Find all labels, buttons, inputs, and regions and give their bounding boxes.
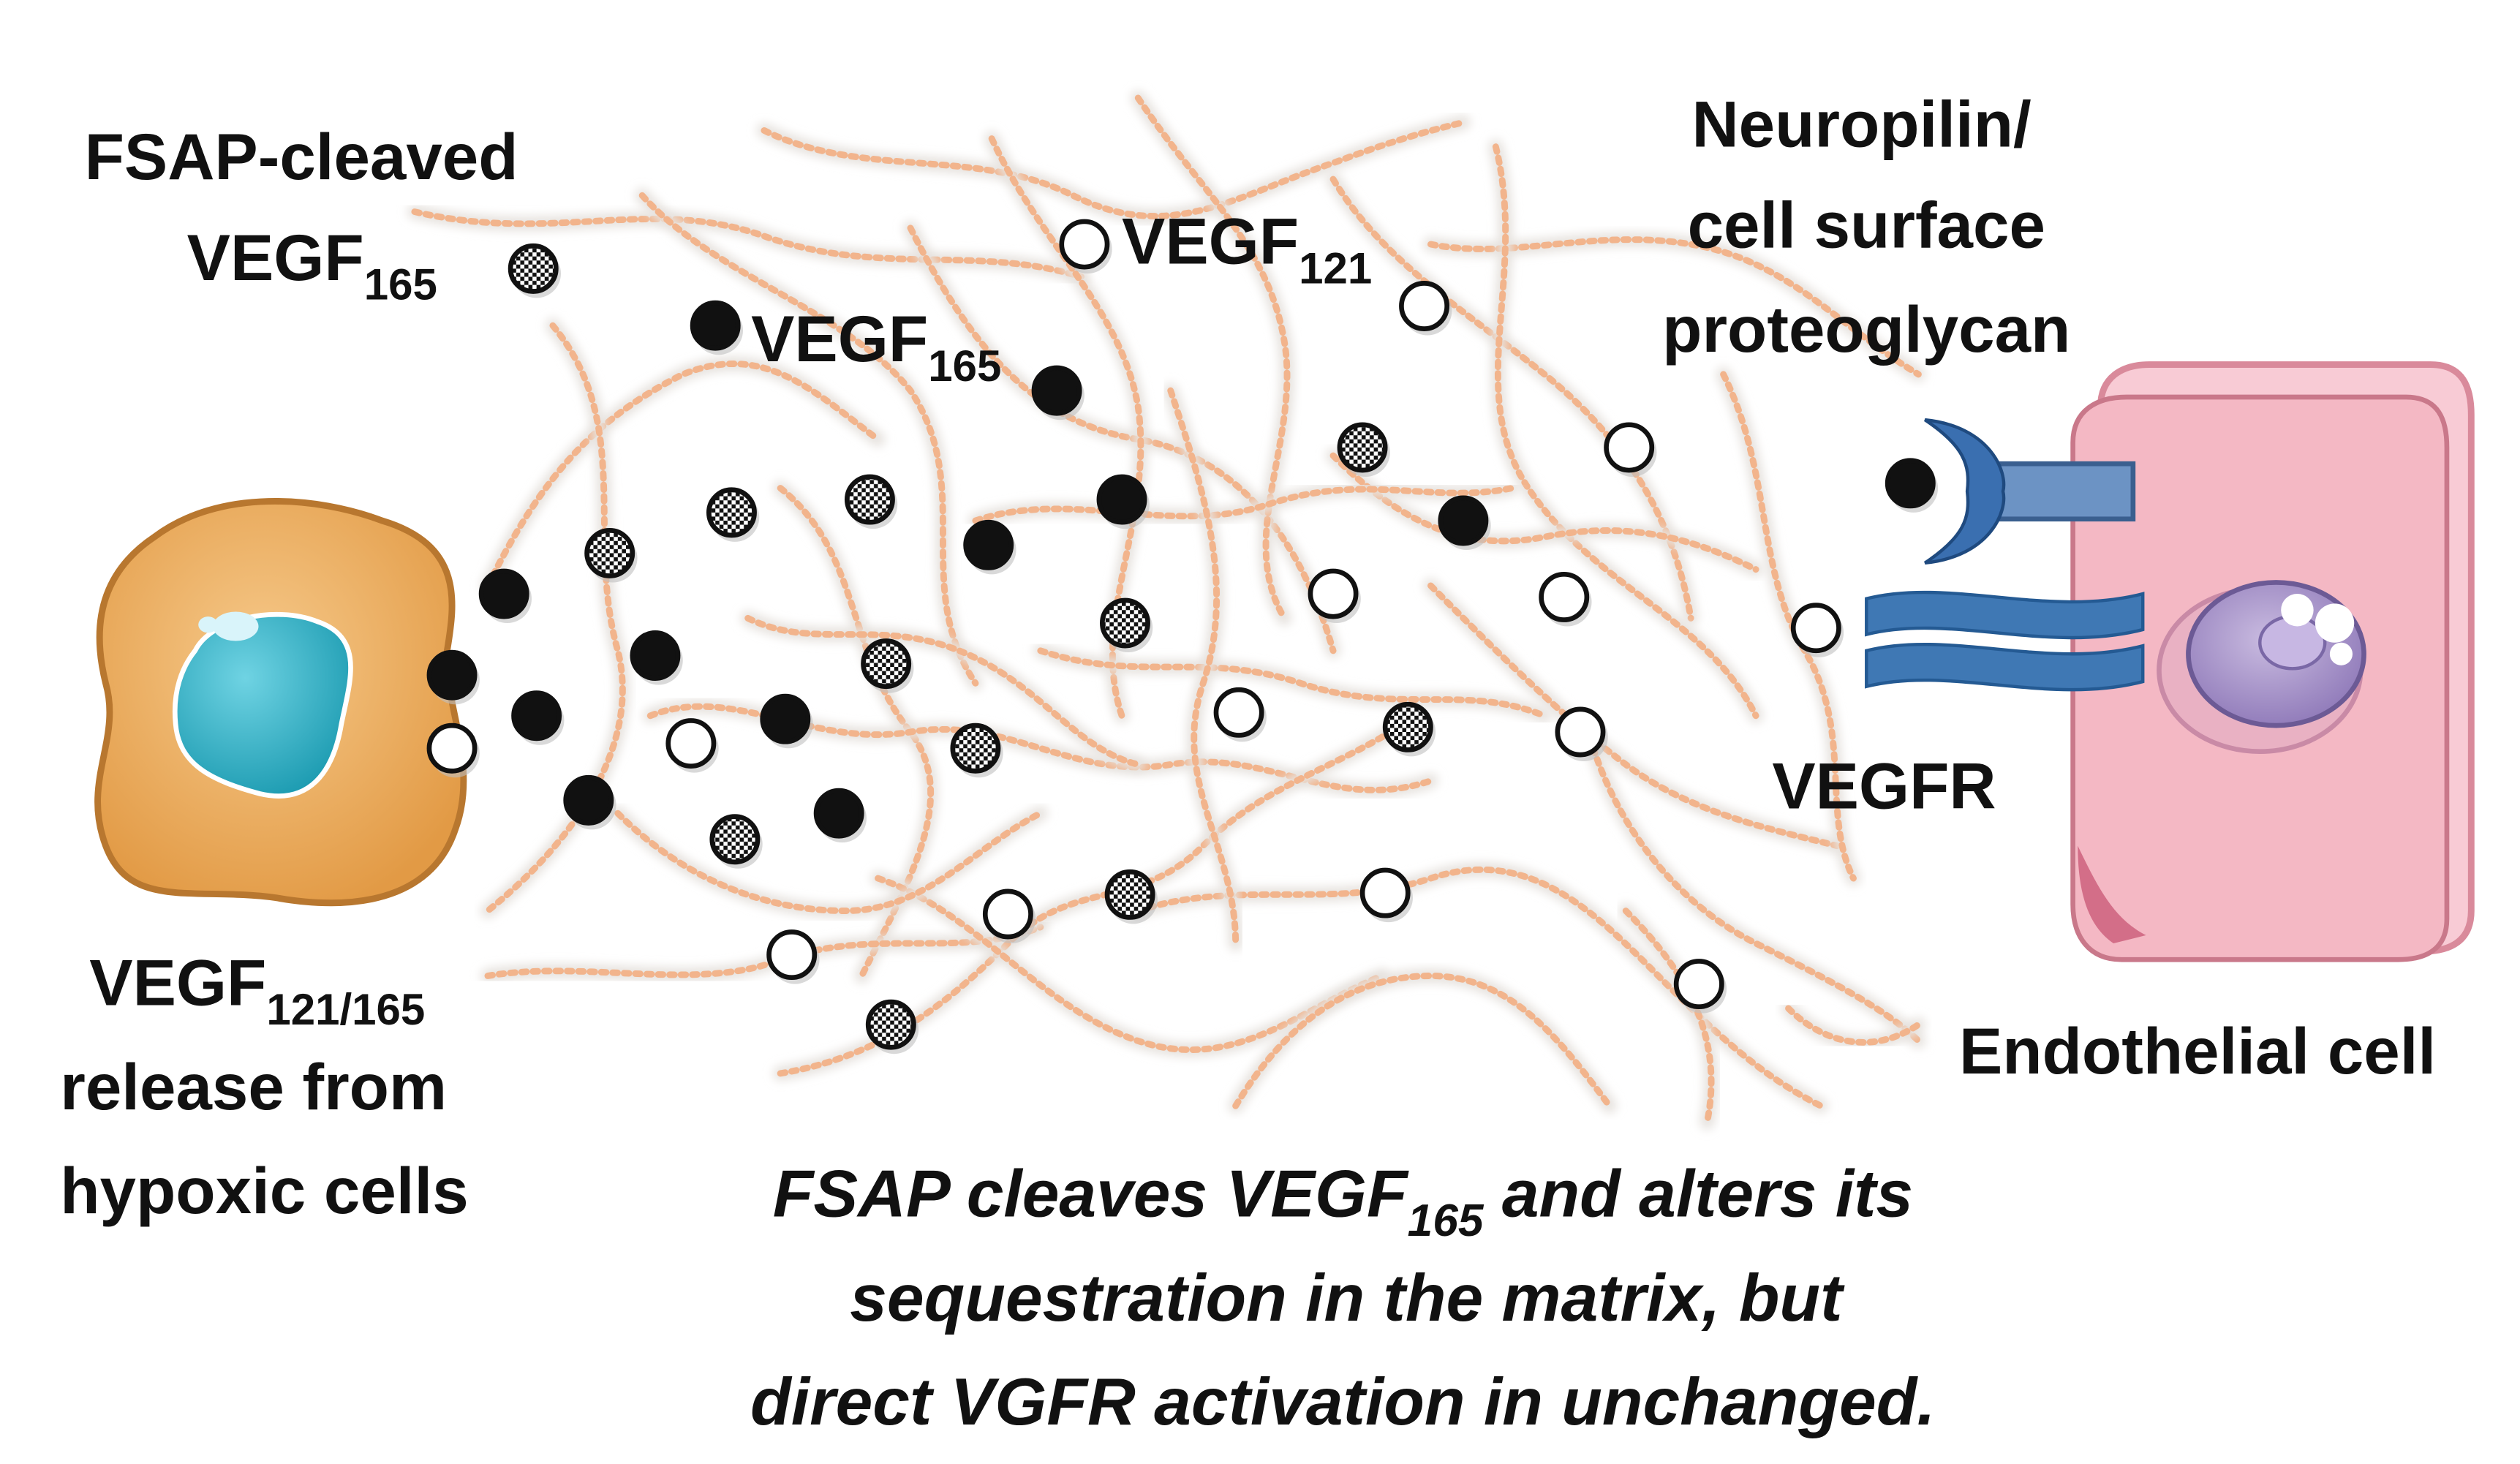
matrix-fiber bbox=[1037, 647, 1548, 720]
fsap-cleaved-vegf165-dot bbox=[865, 999, 916, 1050]
vegf121-dot bbox=[766, 929, 818, 981]
matrix-fiber-glow bbox=[756, 115, 1471, 224]
vegf121-dot bbox=[1399, 281, 1450, 331]
neuropilin-line3: proteoglycan bbox=[1662, 293, 2070, 366]
fsap-cleaved-vegf165-dot bbox=[950, 722, 1001, 774]
label-vegf121: VEGF121 bbox=[1122, 205, 1372, 293]
vegf165-dot bbox=[511, 690, 562, 742]
matrix-fiber bbox=[744, 614, 1142, 768]
matrix-fiber bbox=[614, 810, 1044, 915]
vegf165-dot bbox=[1031, 365, 1082, 416]
vegfr-receptor-icon bbox=[1865, 590, 2145, 692]
vegf121-dot bbox=[1059, 219, 1110, 270]
vegf121-dot bbox=[1790, 603, 1841, 654]
hypoxic-cell-icon bbox=[94, 498, 467, 907]
vegf121-dot bbox=[665, 718, 717, 769]
vegf121-dot bbox=[982, 888, 1033, 940]
vegf165-dot bbox=[760, 693, 811, 744]
matrix-fiber bbox=[638, 192, 979, 687]
vegf-molecules bbox=[426, 219, 1939, 1054]
vegf121-dot bbox=[426, 722, 478, 774]
vegf121-dot bbox=[1539, 572, 1590, 622]
fsap-cleaved-line2: VEGF165 bbox=[187, 222, 437, 309]
label-vegf165: VEGF165 bbox=[751, 303, 1001, 390]
endothelial-cell-icon bbox=[2070, 361, 2475, 962]
fsap-cleaved-vegf165-dot bbox=[1104, 869, 1155, 920]
vegf121-dot bbox=[1308, 568, 1359, 619]
fsap-cleaved-vegf165-dot bbox=[861, 638, 912, 690]
caption-line2: sequestration in the matrix, but bbox=[850, 1261, 1845, 1335]
fsap-cleaved-line1: FSAP-cleaved bbox=[85, 121, 518, 193]
vegf165-dot bbox=[1885, 458, 1936, 509]
matrix-fiber bbox=[484, 322, 626, 915]
label-release: VEGF121/165 release from hypoxic cells bbox=[60, 947, 468, 1228]
matrix-fiber bbox=[484, 361, 881, 589]
caption-line3: direct VGFR activation in unchanged. bbox=[750, 1365, 1936, 1439]
vegf121-dot bbox=[1604, 422, 1655, 473]
fsap-cleaved-vegf165-dot bbox=[584, 527, 635, 578]
neuropilin-receptor-icon bbox=[1924, 418, 2136, 565]
neuropilin-line1: Neuropilin/ bbox=[1691, 88, 2031, 161]
fsap-cleaved-vegf165-dot bbox=[1337, 422, 1388, 473]
vegf121-dot bbox=[1673, 959, 1724, 1010]
fsap-cleaved-vegf165-dot bbox=[1382, 701, 1433, 752]
release-line2: release from bbox=[60, 1051, 447, 1123]
fsap-cleaved-vegf165-dot bbox=[709, 814, 761, 865]
matrix-fiber bbox=[1232, 973, 1613, 1109]
vegf165-dot bbox=[1438, 495, 1489, 546]
matrix-fiber bbox=[1167, 387, 1240, 947]
matrix-fiber bbox=[1492, 143, 1759, 720]
matrix-fiber bbox=[1134, 866, 1825, 1109]
fsap-cleaved-vegf165-dot bbox=[508, 243, 559, 294]
release-line3: hypoxic cells bbox=[60, 1155, 468, 1227]
matrix-fiber bbox=[1622, 908, 1715, 1126]
vegf121-dot bbox=[1555, 706, 1606, 758]
label-neuropilin: Neuropilin/ cell surface proteoglycan bbox=[1662, 88, 2070, 366]
matrix-fiber bbox=[1134, 94, 1291, 622]
vegf165-dot bbox=[690, 300, 741, 351]
vegf121-dot bbox=[1359, 867, 1411, 918]
fsap-cleaved-vegf165-dot bbox=[844, 474, 895, 525]
matrix-fiber bbox=[411, 208, 1084, 280]
matrix-fiber bbox=[972, 485, 1516, 524]
caption: FSAP cleaves VEGF165 and alters its sequ… bbox=[750, 1157, 1936, 1440]
vegf165-dot bbox=[478, 568, 529, 619]
label-fsap-cleaved: FSAP-cleaved VEGF165 bbox=[85, 121, 518, 309]
vegf165-dot bbox=[963, 519, 1014, 570]
caption-line1: FSAP cleaves VEGF165 and alters its bbox=[773, 1157, 1913, 1247]
vegf165-dot bbox=[813, 788, 864, 839]
label-vegfr: VEGFR bbox=[1772, 750, 1996, 822]
matrix-fiber-glow bbox=[740, 611, 1146, 772]
matrix-fiber bbox=[1590, 744, 1922, 1044]
neuropilin-line2: cell surface bbox=[1688, 189, 2045, 261]
vegf165-dot bbox=[630, 630, 681, 681]
label-endothelial-cell: Endothelial cell bbox=[1959, 1015, 2436, 1087]
fsap-cleaved-vegf165-dot bbox=[1100, 597, 1150, 649]
matrix-fiber bbox=[1427, 582, 1841, 850]
vegf165-dot bbox=[426, 649, 478, 701]
matrix-fiber bbox=[1785, 1005, 1922, 1046]
vegf121-dot bbox=[1213, 687, 1264, 738]
release-line1: VEGF121/165 bbox=[89, 947, 425, 1035]
matrix-fiber bbox=[761, 118, 1467, 219]
vegf165-dot bbox=[563, 774, 614, 826]
matrix-fiber bbox=[1329, 452, 1759, 573]
fsap-cleaved-vegf165-dot bbox=[706, 487, 757, 538]
vegf165-dot bbox=[1096, 474, 1147, 525]
